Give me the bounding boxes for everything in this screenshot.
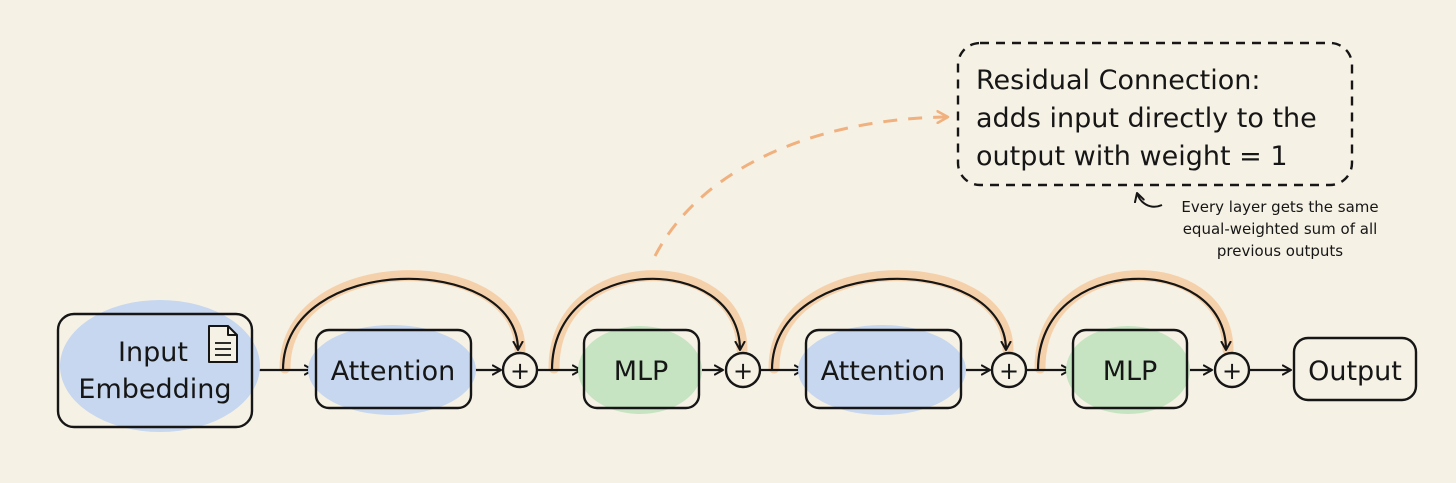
document-icon [208, 325, 238, 363]
residual-arc-1 [281, 277, 518, 371]
sum-node-4: + [1213, 351, 1251, 389]
residual-arc-2 [550, 277, 740, 371]
output-node: Output [1292, 336, 1418, 402]
sum-node-1: + [501, 351, 539, 389]
mlp-node-1: MLP [578, 326, 702, 414]
note-line3: previous outputs [1217, 242, 1343, 260]
sum-node-2: + [724, 351, 762, 389]
mlp-blob [578, 326, 702, 414]
sum-circle [1213, 351, 1251, 389]
mlp-label: MLP [1103, 356, 1158, 387]
residual-connection-callout: Residual Connection: adds input directly… [956, 41, 1354, 187]
attention-box [804, 328, 963, 410]
plus-icon: + [733, 357, 753, 385]
attention-blob [308, 325, 476, 415]
note-pointer-arrow [1137, 193, 1163, 208]
sum-node-3: + [990, 351, 1028, 389]
residual-arcs [279, 270, 1234, 374]
attention-blob [798, 325, 966, 415]
attention-node-1: Attention [308, 325, 476, 415]
callout-line3: output with weight = 1 [976, 141, 1288, 172]
sum-circle [724, 351, 762, 389]
callout-box [956, 41, 1354, 187]
attention-label: Attention [331, 356, 456, 387]
plus-icon: + [510, 357, 530, 385]
mlp-label: MLP [614, 356, 669, 387]
output-box [1292, 336, 1418, 402]
input-embedding-node: Input Embedding [56, 300, 260, 432]
dashed-pointer-arrow [653, 117, 948, 257]
residual-arc-4 [1036, 277, 1226, 371]
plus-icon: + [999, 357, 1019, 385]
attention-box [314, 328, 473, 410]
input-label-line1: Input [118, 337, 188, 368]
mlp-box [1071, 328, 1189, 410]
plus-icon: + [1222, 357, 1242, 385]
attention-label: Attention [821, 356, 946, 387]
sum-circle [501, 351, 539, 389]
input-label-line2: Embedding [78, 374, 231, 405]
attention-node-2: Attention [798, 325, 966, 415]
annotation-note: Every layer gets the same equal-weighted… [1181, 198, 1378, 260]
residual-arc-3 [770, 277, 1006, 371]
callout-line1: Residual Connection: [976, 65, 1260, 96]
sum-circle [990, 351, 1028, 389]
mlp-blob [1066, 326, 1190, 414]
note-line2: equal-weighted sum of all [1183, 220, 1378, 238]
note-line1: Every layer gets the same [1181, 198, 1378, 216]
output-label: Output [1308, 356, 1402, 387]
input-box [56, 312, 254, 429]
mlp-box [582, 328, 701, 410]
mlp-node-2: MLP [1066, 326, 1190, 414]
callout-line2: adds input directly to the [976, 103, 1317, 134]
